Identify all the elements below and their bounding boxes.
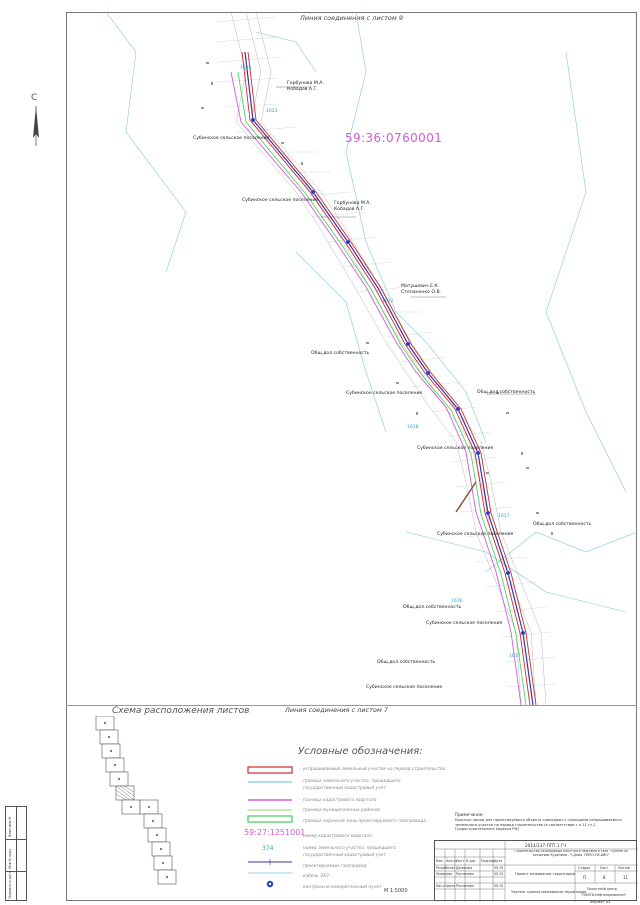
settlement-label: Субинское сельское поселение xyxy=(193,136,270,141)
settlement-label: Субинское сельское поселение xyxy=(437,532,514,537)
plot-number: 1623 xyxy=(240,66,252,71)
top-connection-label: Линия соединения с листом 9 xyxy=(300,14,403,22)
stamp-stage-header: Лист xyxy=(600,866,609,870)
owner-label: Общ.дол.собственность xyxy=(477,390,536,395)
legend-num-sample: 374 xyxy=(262,845,274,852)
legend-item-text: - граница кадастрового квартала xyxy=(300,798,377,803)
stamp-header: Кол.уч xyxy=(446,859,458,863)
separator xyxy=(66,705,637,706)
note-title: Примечание: xyxy=(455,812,484,817)
owner-label: Общ.дол.собственность xyxy=(533,522,592,527)
stamp-role: Разработал xyxy=(436,866,456,870)
stamp-drawing-title: Чертеж границ межевания территории xyxy=(511,890,587,894)
side-stamp: Инв.N подл. Подпись и дата Взам.инв.N xyxy=(5,806,27,901)
settlement-label: Субинское сельское поселение xyxy=(366,685,443,690)
drawing-frame xyxy=(66,12,637,901)
settlement-label: Субинское сельское поселение xyxy=(346,391,423,396)
plot-number: 1623 xyxy=(266,109,278,114)
owner-label: Горбунова М.А.Кобадов А.Г. xyxy=(334,201,371,212)
legend-item-text: - граница земельного участка, прошедшего xyxy=(300,779,401,784)
sheet-scheme xyxy=(95,716,177,885)
legend-item-text: - кабель ЭХЗ xyxy=(300,874,329,879)
stamp-org: Проектный центр xyxy=(587,887,617,891)
stamp-header: Изм. xyxy=(436,859,444,863)
stamp-date: 09.15 xyxy=(494,866,504,870)
stamp-org: "ПНИТИ-Нефтепромкомпл" xyxy=(581,893,627,897)
side-stamp-label: Инв.N подл. xyxy=(8,847,12,869)
scale-label: М 1:5000 xyxy=(384,888,408,894)
legend-kad-sample: 59:27:1251001 xyxy=(244,828,306,837)
stamp-stage-header: Листов xyxy=(618,866,630,870)
stamp-code: 2014/137-ППТ.1.ГЧ xyxy=(525,843,567,848)
stamp-date: 09.15 xyxy=(494,884,504,888)
legend-item-text: государственный кадастровый учет xyxy=(303,786,386,791)
settlement-label: Субинское сельское поселение xyxy=(426,621,503,626)
title-block: 2014/137-ППТ.1.ГЧ Строительство газопров… xyxy=(434,840,638,902)
stamp-person: Денисова xyxy=(456,866,473,870)
side-stamp-label: Подпись и дата xyxy=(8,870,12,899)
stamp-header: Дата xyxy=(494,859,503,863)
owner-label: Горбунова М.А.Кобадов А.Г. xyxy=(287,81,324,92)
plot-number: 1622 xyxy=(382,299,394,304)
plot-number: 1617 xyxy=(498,514,510,519)
stamp-role: Проверил xyxy=(436,872,453,876)
stamp-person: Распанова xyxy=(456,884,474,888)
stamp-date: 09.15 xyxy=(494,872,504,876)
map-drawing xyxy=(105,12,637,705)
legend-title: Условные обозначения: xyxy=(298,746,423,757)
plot-number: 1616 xyxy=(451,599,463,604)
legend-item-text: - номер земельного участка, прошедшего xyxy=(300,846,396,851)
stamp-person: Распанова xyxy=(456,872,474,876)
stamp-stage-value: П xyxy=(583,875,587,880)
cadastral-block-number: 59:36:0760001 xyxy=(345,131,443,145)
settlement-label: Субинское сельское поселение xyxy=(417,446,494,451)
legend-item-text: - граница охранной зоны проектируемого г… xyxy=(300,819,426,824)
owner-label: Общ.дол.собственность xyxy=(377,660,436,665)
stamp-header: Лист xyxy=(456,859,465,863)
stamp-project: Строительство газопровода попутного нефт… xyxy=(514,850,628,857)
stamp-stage-value: 8 xyxy=(603,875,606,880)
note-text: Красные линии для проектируемого объекта… xyxy=(455,817,622,832)
plot-number: 1617 xyxy=(509,654,521,659)
north-arrow-icon: С xyxy=(31,93,39,146)
legend-item-text: - граница муниципальных районов xyxy=(300,808,380,813)
owner-label: Общ.дол.собственность xyxy=(403,605,462,610)
legend-item-text: - испрашиваемый земельный участок на пер… xyxy=(300,767,446,772)
stamp-stage-value: 11 xyxy=(623,875,629,880)
note-block: Примечание: Красные линии для проектируе… xyxy=(455,812,633,832)
format-label: Формат А3 xyxy=(590,900,611,904)
side-stamp-label: Взам.инв.N xyxy=(8,817,12,837)
legend-item-text: государственный кадастровый учет xyxy=(303,853,386,858)
legend-item-text: - проектируемый газопровод xyxy=(300,864,367,869)
bottom-connection-label: Линия соединения с листом 7 xyxy=(285,706,388,714)
legend-item-text: - контрольно-измерительный пункт xyxy=(300,885,382,890)
owner-label: Общ.дол.собственность xyxy=(311,351,370,356)
stamp-role: Нач.отдела xyxy=(436,884,456,888)
legend-item-text: - номер кадастрового квартала xyxy=(300,834,372,839)
legend-samples xyxy=(247,766,293,888)
settlement-label: Субинское сельское поселение xyxy=(242,198,319,203)
stamp-header: N док. xyxy=(466,859,477,863)
stamp-header: Подпись xyxy=(481,859,496,863)
plot-number: 1618 xyxy=(407,425,419,430)
owner-label: Матушевич Е.К.Степаненко О.В. xyxy=(401,284,442,295)
stamp-sheet-title: Проект межевания территории xyxy=(515,872,575,876)
scheme-title: Схема расположения листов xyxy=(112,706,250,716)
stamp-stage-header: Стадия xyxy=(578,866,591,870)
svg-text:С: С xyxy=(31,93,37,103)
